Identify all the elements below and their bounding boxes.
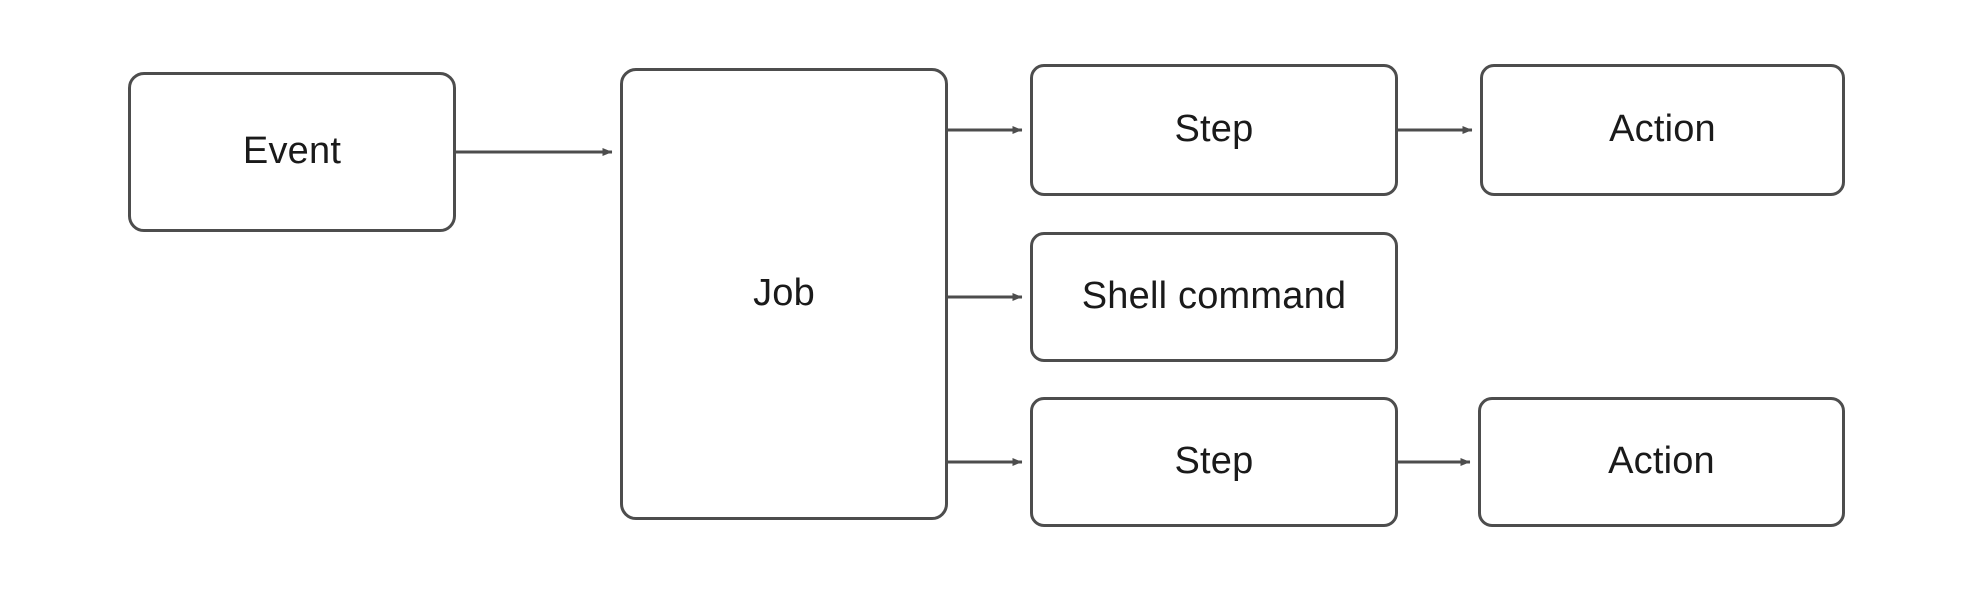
node-step-top-label: Step xyxy=(1174,108,1254,151)
node-action-bottom-label: Action xyxy=(1608,440,1715,483)
node-shell-command-label: Shell command xyxy=(1081,275,1347,318)
node-action-top[interactable]: Action xyxy=(1480,64,1845,196)
node-job-label: Job xyxy=(753,272,815,315)
node-step-bottom[interactable]: Step xyxy=(1030,397,1398,527)
node-event[interactable]: Event xyxy=(128,72,456,232)
node-job[interactable]: Job xyxy=(620,68,948,520)
node-step-bottom-label: Step xyxy=(1174,440,1254,483)
node-shell-command[interactable]: Shell command xyxy=(1030,232,1398,362)
node-event-label: Event xyxy=(242,130,342,173)
node-action-bottom[interactable]: Action xyxy=(1478,397,1845,527)
node-action-top-label: Action xyxy=(1609,108,1716,151)
node-step-top[interactable]: Step xyxy=(1030,64,1398,196)
